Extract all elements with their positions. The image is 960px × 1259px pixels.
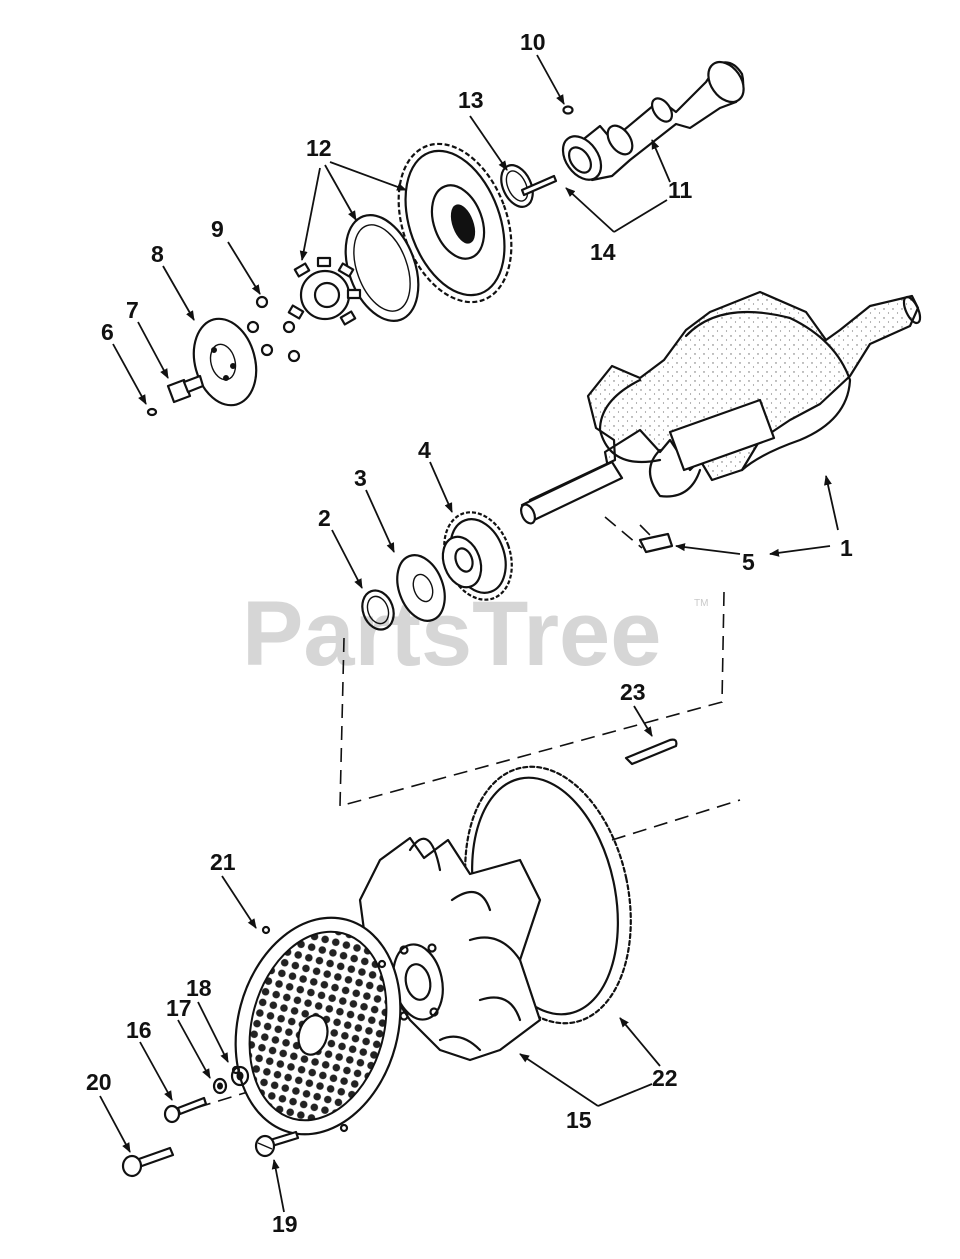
callout-14: 14 (590, 239, 616, 265)
callout-5: 5 (742, 549, 755, 575)
callout-17: 17 (166, 995, 192, 1021)
callout-3: 3 (354, 465, 367, 491)
spacer-disc (344, 213, 420, 323)
leader-18 (197, 1001, 229, 1063)
callout-16: 16 (126, 1017, 152, 1043)
crankshaft (520, 290, 922, 525)
flywheel (358, 765, 632, 1062)
callout-2: 2 (318, 505, 331, 531)
governor-balls (246, 295, 301, 363)
screw-16 (163, 1096, 208, 1124)
callout-9: 9 (211, 216, 224, 242)
leader-17 (177, 1019, 211, 1079)
callout-11: 11 (668, 177, 693, 203)
key-23 (624, 738, 678, 766)
leader-4 (429, 461, 453, 513)
assembly-boundary-dashed (339, 591, 725, 808)
callout-15: 15 (566, 1107, 592, 1133)
callout-labels: 10 13 11 14 12 9 8 7 6 4 3 2 1 5 23 21 1… (86, 29, 853, 1237)
leader-19 (271, 1159, 285, 1213)
crank-gear (441, 511, 513, 601)
leader-8 (162, 265, 195, 321)
leader-12b (324, 164, 357, 221)
leader-1b (769, 545, 831, 557)
leader-lines (99, 54, 839, 1213)
leader-1a (824, 475, 839, 531)
callout-12: 12 (306, 135, 332, 161)
callout-13: 13 (458, 87, 484, 113)
callout-4: 4 (418, 437, 431, 463)
snap-ring-13 (500, 164, 534, 208)
ball-part-10 (562, 105, 574, 115)
callout-23: 23 (620, 679, 646, 705)
governor-spider (287, 256, 362, 326)
leader-13 (469, 115, 508, 171)
watermark-trademark: TM (694, 598, 708, 609)
callout-19: 19 (272, 1211, 298, 1237)
washer-17 (212, 1077, 228, 1095)
callout-20: 20 (86, 1069, 112, 1095)
watermark-text: PartsTree (242, 583, 661, 685)
leader-15a (597, 1083, 653, 1107)
washer-3 (396, 554, 446, 622)
leader-11 (651, 139, 671, 183)
key-5 (638, 532, 674, 554)
nut-6 (146, 407, 158, 417)
cam-gear (397, 142, 513, 304)
callout-7: 7 (126, 297, 139, 323)
leader-22 (619, 1017, 661, 1067)
leader-20 (99, 1095, 131, 1153)
leader-15b (519, 1053, 599, 1107)
rotating-screen (231, 916, 402, 1136)
leader-6 (112, 343, 147, 405)
leader-16 (139, 1041, 173, 1101)
leader-23 (633, 705, 653, 737)
leader-5 (675, 543, 741, 555)
leader-12c (299, 167, 321, 261)
callout-6: 6 (101, 319, 114, 345)
bolt-7 (166, 374, 205, 404)
leader-14a (613, 199, 668, 233)
callout-21: 21 (210, 849, 236, 875)
leader-14b (565, 187, 615, 233)
leader-21 (221, 875, 257, 929)
leader-12a (329, 161, 407, 191)
callout-22: 22 (652, 1065, 678, 1091)
leader-9 (227, 241, 261, 295)
callout-18: 18 (186, 975, 212, 1001)
callout-1: 1 (840, 535, 853, 561)
leader-10 (536, 54, 565, 105)
retaining-ring-2 (361, 589, 395, 631)
leader-7 (137, 321, 169, 379)
screw-19 (254, 1130, 300, 1158)
washer-18 (230, 1065, 250, 1087)
callout-8: 8 (151, 241, 164, 267)
screw-20 (121, 1146, 175, 1178)
washer-plate (192, 317, 258, 407)
leader-3 (365, 489, 395, 553)
shaft-pin-14 (520, 174, 558, 197)
watermark: PartsTree TM (242, 583, 708, 685)
leader-2 (331, 529, 363, 589)
camshaft (561, 60, 745, 182)
callout-10: 10 (520, 29, 546, 55)
